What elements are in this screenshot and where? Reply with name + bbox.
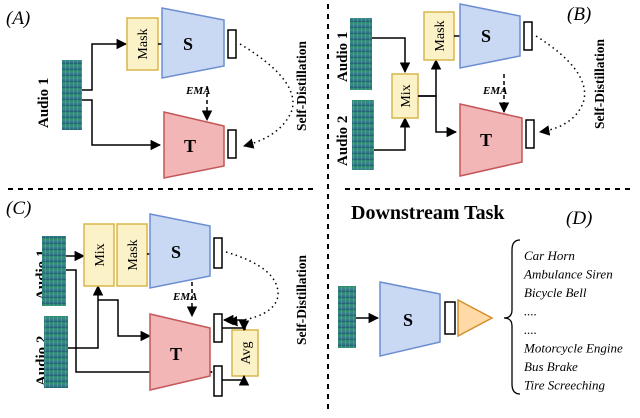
curly-brace-icon bbox=[503, 239, 521, 395]
mask-label-a: Mask bbox=[136, 28, 151, 59]
student-network-d bbox=[379, 281, 441, 357]
class-item: Car Horn bbox=[524, 248, 575, 263]
arrow-icon bbox=[66, 269, 214, 378]
audio1-label-b: Audio 1 bbox=[335, 32, 351, 82]
ema-label-a: EMA bbox=[185, 85, 210, 97]
arrow-icon bbox=[222, 374, 250, 386]
ema-label-c: EMA bbox=[172, 291, 197, 303]
spectrogram-icon bbox=[352, 100, 374, 170]
class-item: Bus Brake bbox=[524, 359, 578, 374]
student-network-c bbox=[149, 213, 211, 289]
teacher-network-c bbox=[149, 313, 211, 391]
audio1-label-a: Audio 1 bbox=[36, 78, 52, 128]
arrow-icon bbox=[98, 299, 152, 342]
spectrogram-icon bbox=[44, 316, 68, 388]
panel-c: (C) Audio 1 Audio 2 Mix Mask S EMA T bbox=[6, 198, 309, 397]
teacher-output-c-2 bbox=[213, 365, 223, 397]
teacher-output-a bbox=[227, 129, 237, 159]
class-item: Motorcycle Engine bbox=[523, 341, 623, 356]
arrow-icon bbox=[68, 284, 104, 349]
panel-label-c: (C) bbox=[6, 198, 31, 219]
class-item: .... bbox=[524, 304, 537, 319]
student-label-d: S bbox=[403, 310, 413, 330]
class-item: Ambulance Siren bbox=[523, 267, 613, 282]
mask-label-b: Mask bbox=[433, 20, 448, 51]
ema-label-b: EMA bbox=[482, 85, 507, 97]
panel-b: (B) Audio 1 Audio 2 Mix Mask S EMA T Sel… bbox=[335, 3, 607, 177]
teacher-label-b: T bbox=[480, 130, 492, 150]
downstream-title: Downstream Task bbox=[351, 202, 505, 224]
class-item: .... bbox=[524, 322, 537, 337]
self-distillation-label-b: Self-Distillation bbox=[592, 39, 607, 129]
arrow-icon bbox=[222, 320, 250, 332]
avg-label-c: Avg bbox=[239, 341, 254, 364]
student-network-b bbox=[459, 3, 521, 69]
mask-box-b bbox=[423, 11, 455, 61]
self-distillation-label-a: Self-Distillation bbox=[294, 41, 309, 131]
arrow-icon bbox=[374, 116, 411, 151]
mix-label-b: Mix bbox=[399, 84, 414, 107]
arrow-icon bbox=[418, 95, 458, 138]
self-distillation-label-c: Self-Distillation bbox=[294, 255, 309, 345]
dotted-arrow-icon bbox=[535, 35, 586, 136]
teacher-label-a: T bbox=[184, 136, 196, 156]
spectrogram-icon bbox=[338, 286, 356, 348]
arrow-icon bbox=[82, 38, 128, 91]
class-item: Tire Screeching bbox=[524, 378, 605, 393]
panel-label-a: (A) bbox=[6, 8, 30, 29]
student-label-c: S bbox=[171, 242, 181, 262]
panel-label-b: (B) bbox=[567, 4, 591, 25]
student-label-a: S bbox=[183, 34, 193, 54]
audio2-label-b: Audio 2 bbox=[335, 116, 351, 166]
student-output-c bbox=[213, 237, 223, 269]
teacher-network-b bbox=[459, 103, 523, 177]
arrow-icon bbox=[418, 58, 442, 97]
teacher-label-c: T bbox=[170, 344, 182, 364]
mix-box-c bbox=[83, 223, 115, 287]
panel-a: (A) Audio 1 Mask S EMA T Self-Distillati… bbox=[6, 7, 309, 179]
teacher-output-b bbox=[525, 119, 535, 149]
student-network-a bbox=[161, 7, 225, 79]
mix-label-c: Mix bbox=[93, 243, 108, 266]
spectrogram-icon bbox=[350, 18, 372, 90]
mask-box-c bbox=[116, 223, 148, 287]
dotted-arrow-icon bbox=[225, 251, 279, 327]
arrow-icon bbox=[372, 37, 411, 74]
class-item: Bicycle Bell bbox=[524, 285, 587, 300]
panel-label-d: (D) bbox=[566, 208, 592, 229]
mask-label-c: Mask bbox=[126, 239, 141, 270]
classifier-head bbox=[457, 298, 494, 338]
student-output-d bbox=[444, 301, 456, 335]
panel-d: Downstream Task (D) S Car HornAmbulance … bbox=[338, 202, 623, 395]
spectrogram-icon bbox=[42, 236, 66, 306]
spectrogram-icon bbox=[62, 60, 82, 130]
teacher-output-c-1 bbox=[213, 313, 223, 343]
dotted-arrow-icon bbox=[239, 43, 294, 149]
student-output-a bbox=[227, 29, 237, 59]
student-output-b bbox=[523, 21, 533, 51]
arrow-icon bbox=[82, 99, 162, 151]
teacher-network-a bbox=[163, 111, 225, 179]
student-label-b: S bbox=[481, 26, 491, 46]
